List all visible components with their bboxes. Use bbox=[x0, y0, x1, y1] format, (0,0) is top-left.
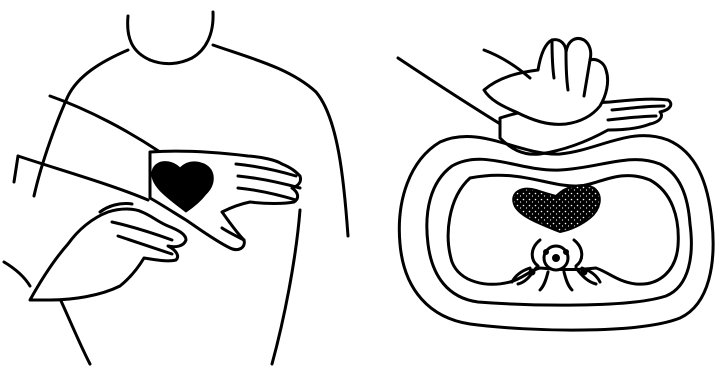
cross-section-panel bbox=[398, 39, 713, 331]
heart-cross-section-icon bbox=[513, 185, 600, 232]
chest-wall bbox=[399, 136, 713, 330]
front-view-panel bbox=[4, 12, 348, 364]
rescuer-pointing-hand bbox=[4, 203, 186, 300]
spine-vertebra-icon bbox=[518, 240, 596, 290]
